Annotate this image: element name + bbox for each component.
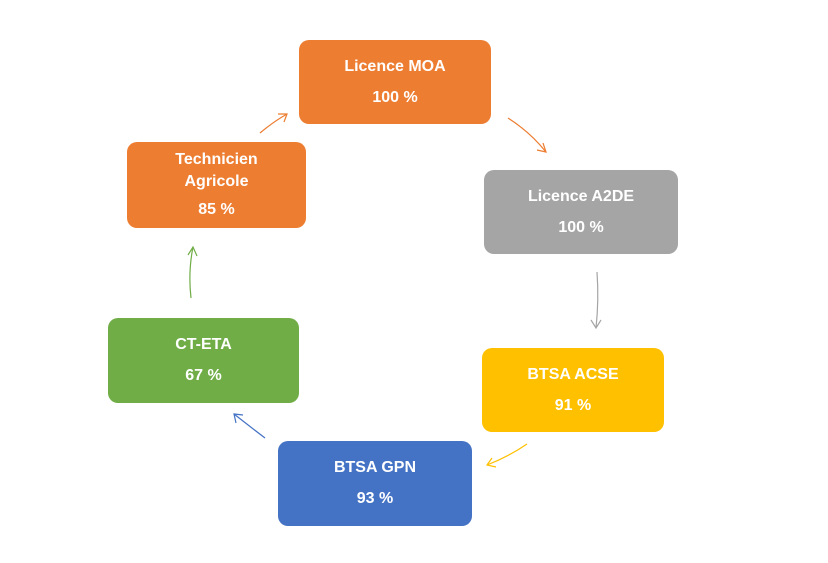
node-label: BTSA ACSE (527, 365, 619, 383)
arrow-moa-to-a2de (507, 117, 547, 153)
node-label: Technicien Agricole (175, 151, 258, 190)
arrow-cteta-to-technicien (187, 245, 198, 299)
arrow-technicien-to-moa (259, 113, 288, 134)
node-percent: 67 % (185, 367, 222, 384)
arrow-acse-to-gpn (485, 443, 528, 468)
node-label: CT-ETA (175, 336, 232, 353)
node-percent: 100 % (558, 218, 604, 236)
node-percent: 91 % (554, 396, 592, 414)
node-licence-moa: Licence MOA 100 % (299, 40, 491, 124)
node-label: BTSA GPN (333, 459, 417, 476)
node-percent: 85 % (198, 201, 235, 218)
arrow-a2de-to-acse (590, 271, 602, 330)
node-label: Licence MOA (344, 57, 446, 75)
node-btsa-acse: BTSA ACSE 91 % (482, 348, 664, 432)
arrow-gpn-to-cteta (233, 413, 266, 439)
node-percent: 100 % (372, 88, 418, 106)
node-percent: 93 % (356, 490, 394, 507)
node-label: Licence A2DE (527, 187, 635, 205)
node-btsa-gpn: BTSA GPN 93 % (278, 441, 472, 526)
node-technicien-agricole: Technicien Agricole 85 % (127, 142, 306, 228)
node-ct-eta: CT-ETA 67 % (108, 318, 299, 403)
node-licence-a2de: Licence A2DE 100 % (484, 170, 678, 254)
